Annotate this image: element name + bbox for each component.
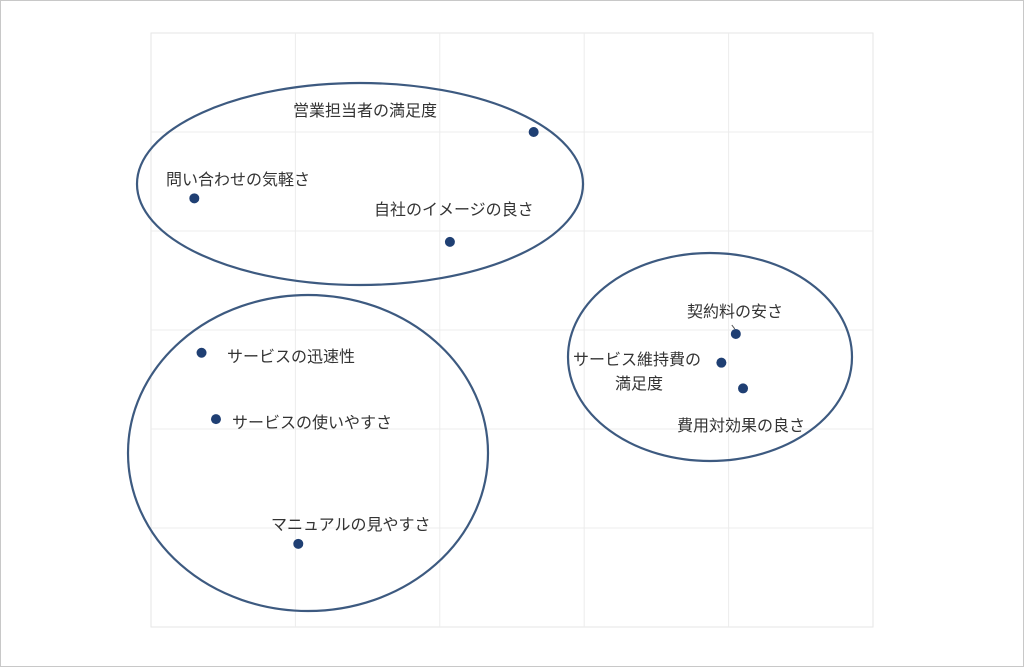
point-label: マニュアルの見やすさ <box>271 515 431 534</box>
cluster-ellipse-3 <box>566 251 854 463</box>
point-label: 契約料の安さ <box>687 302 783 321</box>
data-point <box>444 236 455 247</box>
cluster-ellipse-1 <box>135 81 585 287</box>
data-point <box>196 347 207 358</box>
point-label: サービス維持費の満足度 <box>573 350 701 393</box>
data-point <box>528 127 539 137</box>
point-label: サービスの迅速性 <box>227 347 355 366</box>
data-point <box>189 193 200 204</box>
data-points <box>189 127 749 549</box>
data-point <box>730 328 741 339</box>
cluster-ellipses <box>126 81 854 613</box>
point-label: 営業担当者の満足度 <box>293 101 437 120</box>
point-labels: 営業担当者の満足度問い合わせの気軽さ自社のイメージの良さサービスの迅速性サービス… <box>166 101 805 534</box>
label-leader-line <box>731 324 736 330</box>
point-label: 費用対効果の良さ <box>677 416 805 435</box>
data-point <box>738 383 749 394</box>
point-label: サービスの使いやすさ <box>232 413 392 432</box>
data-point <box>293 538 304 549</box>
point-label: 自社のイメージの良さ <box>374 200 534 219</box>
grid <box>150 32 874 628</box>
data-point <box>210 414 221 425</box>
point-label: 問い合わせの気軽さ <box>166 170 310 189</box>
cluster-ellipse-2 <box>126 293 490 613</box>
data-point <box>716 357 727 368</box>
